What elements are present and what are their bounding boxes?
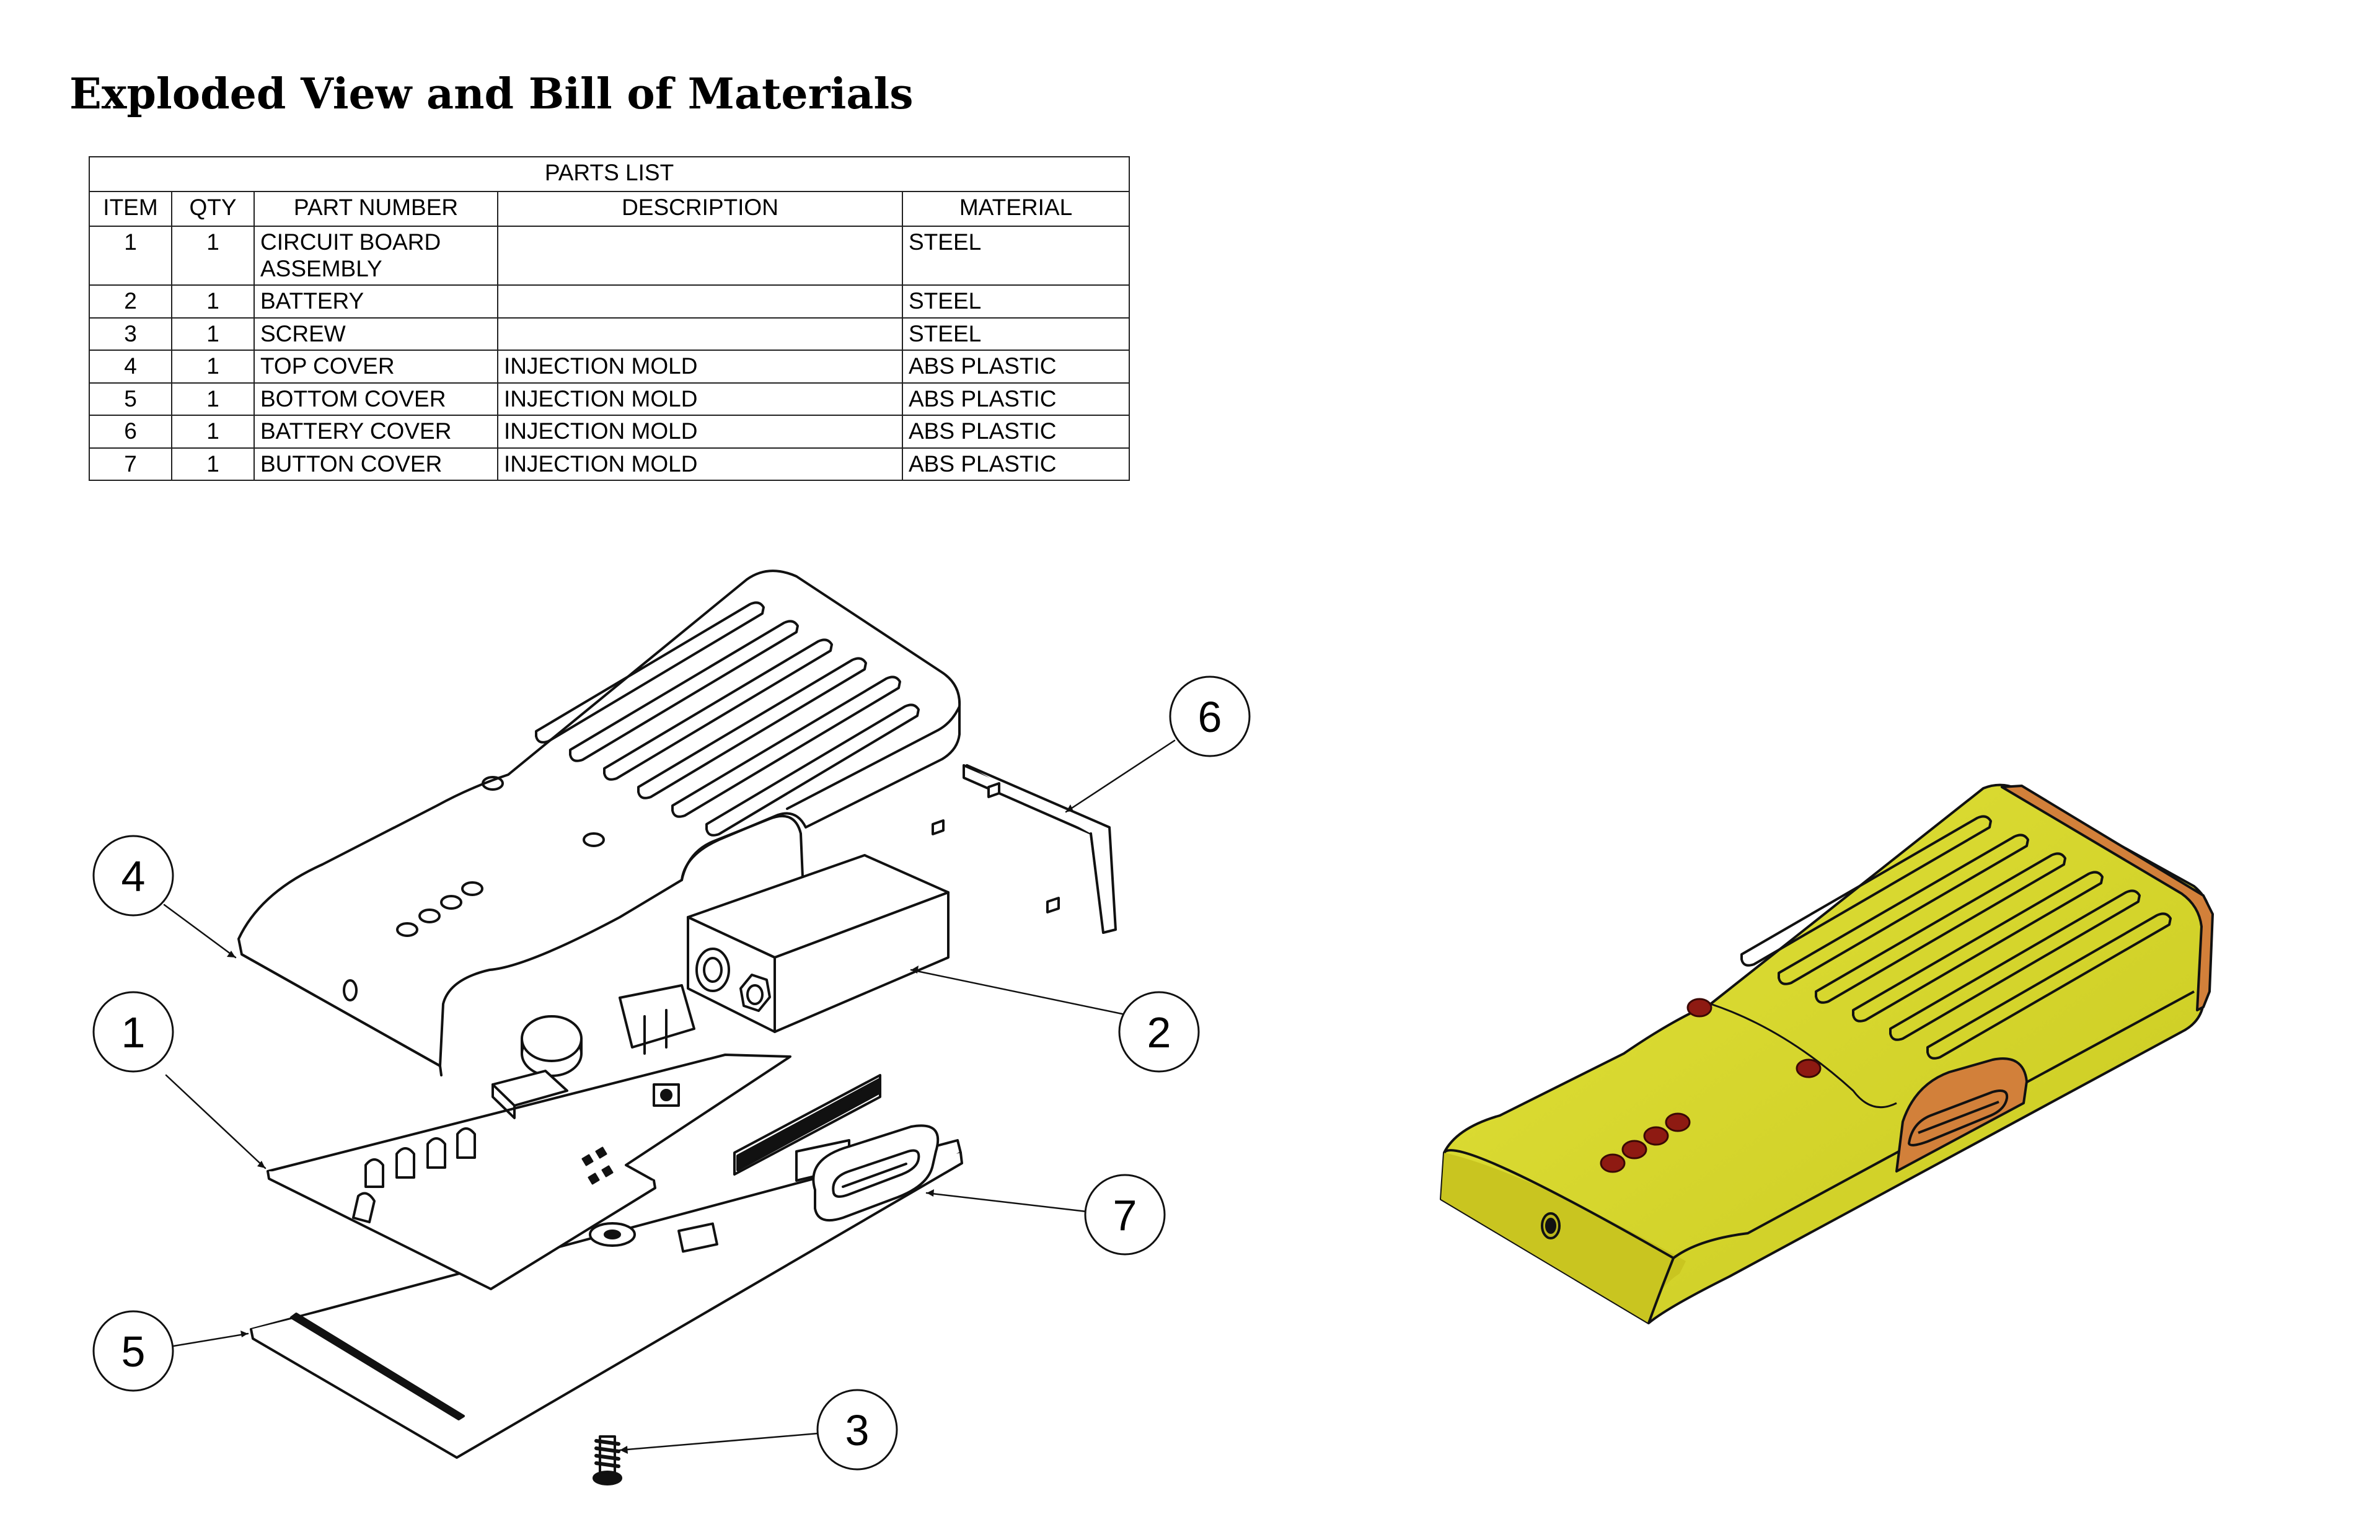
balloon-1: 1 <box>92 991 174 1073</box>
table-row: 7 1 BUTTON COVER INJECTION MOLD ABS PLAS… <box>89 447 1130 482</box>
part-number-cell: SCREW <box>253 317 498 351</box>
item-cell: 5 <box>89 382 172 416</box>
description-cell: INJECTION MOLD <box>497 382 903 416</box>
qty-cell: 1 <box>171 317 255 351</box>
parts-list-table: PARTS LIST ITEM QTY PART NUMBER DESCRIPT… <box>88 156 1130 482</box>
material-cell: STEEL <box>901 284 1130 319</box>
slide-switch-part <box>733 1074 881 1176</box>
qty-cell: 1 <box>171 350 255 384</box>
table-row: 6 1 BATTERY COVER INJECTION MOLD ABS PLA… <box>89 415 1130 449</box>
qty-cell: 1 <box>171 415 255 449</box>
balloon-label: 7 <box>1113 1191 1137 1239</box>
table-row: 2 1 BATTERY STEEL <box>89 284 1130 319</box>
render-leds <box>1600 998 1822 1173</box>
material-cell: ABS PLASTIC <box>901 447 1130 482</box>
item-cell: 4 <box>89 350 172 384</box>
page-title: Exploded View and Bill of Materials <box>69 69 914 119</box>
qty-cell: 1 <box>171 447 255 482</box>
description-cell: INJECTION MOLD <box>497 447 903 482</box>
item-cell: 1 <box>89 225 172 286</box>
table-row: 4 1 TOP COVER INJECTION MOLD ABS PLASTIC <box>89 350 1130 384</box>
balloon-label: 4 <box>121 852 146 900</box>
item-cell: 3 <box>89 317 172 351</box>
item-cell: 7 <box>89 447 172 482</box>
screw-part <box>593 1435 622 1485</box>
item-cell: 2 <box>89 284 172 319</box>
balloon-label: 3 <box>845 1406 870 1454</box>
qty-cell: 1 <box>171 225 255 286</box>
material-cell: ABS PLASTIC <box>901 382 1130 416</box>
description-cell <box>497 225 903 286</box>
part-number-cell: TOP COVER <box>253 350 498 384</box>
table-row: 1 1 CIRCUIT BOARD ASSEMBLY STEEL <box>89 225 1130 286</box>
column-header-item: ITEM <box>89 191 172 227</box>
part-number-cell: BATTERY COVER <box>253 415 498 449</box>
render-vent-slots <box>1740 815 2172 1060</box>
parts-list-caption: PARTS LIST <box>88 156 1130 192</box>
battery-cover-part <box>932 764 1117 934</box>
item-cell: 6 <box>89 415 172 449</box>
column-header-description: DESCRIPTION <box>497 191 903 227</box>
table-row: 5 1 BOTTOM COVER INJECTION MOLD ABS PLAS… <box>89 382 1130 416</box>
material-cell: STEEL <box>901 317 1130 351</box>
balloon-label: 6 <box>1198 693 1222 741</box>
battery-part <box>687 854 950 1033</box>
leader-lines <box>163 739 1176 1451</box>
part-number-cell: BOTTOM COVER <box>253 382 498 416</box>
balloon-5: 5 <box>92 1310 174 1392</box>
balloon-6: 6 <box>1169 675 1251 757</box>
button-cover-part <box>795 1124 940 1221</box>
balloon-4: 4 <box>92 835 174 917</box>
column-header-qty: QTY <box>171 191 255 227</box>
circuit-board-part <box>267 984 791 1290</box>
item-balloons: 1 2 3 4 5 6 7 <box>92 675 1251 1471</box>
part-number-cell: BUTTON COVER <box>253 447 498 482</box>
balloon-3: 3 <box>816 1389 898 1471</box>
qty-cell: 1 <box>171 284 255 319</box>
column-header-material: MATERIAL <box>901 191 1130 227</box>
balloon-label: 2 <box>1147 1008 1171 1057</box>
balloon-2: 2 <box>1118 991 1200 1073</box>
material-cell: ABS PLASTIC <box>901 415 1130 449</box>
top-cover-part <box>237 570 961 1076</box>
table-row: 3 1 SCREW STEEL <box>89 317 1130 351</box>
qty-cell: 1 <box>171 382 255 416</box>
part-number-cell: BATTERY <box>253 284 498 319</box>
description-cell <box>497 284 903 319</box>
assembled-render <box>1440 783 2214 1324</box>
part-number-cell: CIRCUIT BOARD ASSEMBLY <box>253 225 498 286</box>
vent-slots <box>535 601 920 837</box>
column-header-part-number: PART NUMBER <box>253 191 498 227</box>
balloon-label: 5 <box>121 1327 146 1376</box>
description-cell: INJECTION MOLD <box>497 415 903 449</box>
description-cell: INJECTION MOLD <box>497 350 903 384</box>
bottom-cover-part <box>250 1139 963 1459</box>
balloon-7: 7 <box>1084 1174 1166 1256</box>
material-cell: ABS PLASTIC <box>901 350 1130 384</box>
material-cell: STEEL <box>901 225 1130 286</box>
description-cell <box>497 317 903 351</box>
balloon-label: 1 <box>121 1008 146 1057</box>
